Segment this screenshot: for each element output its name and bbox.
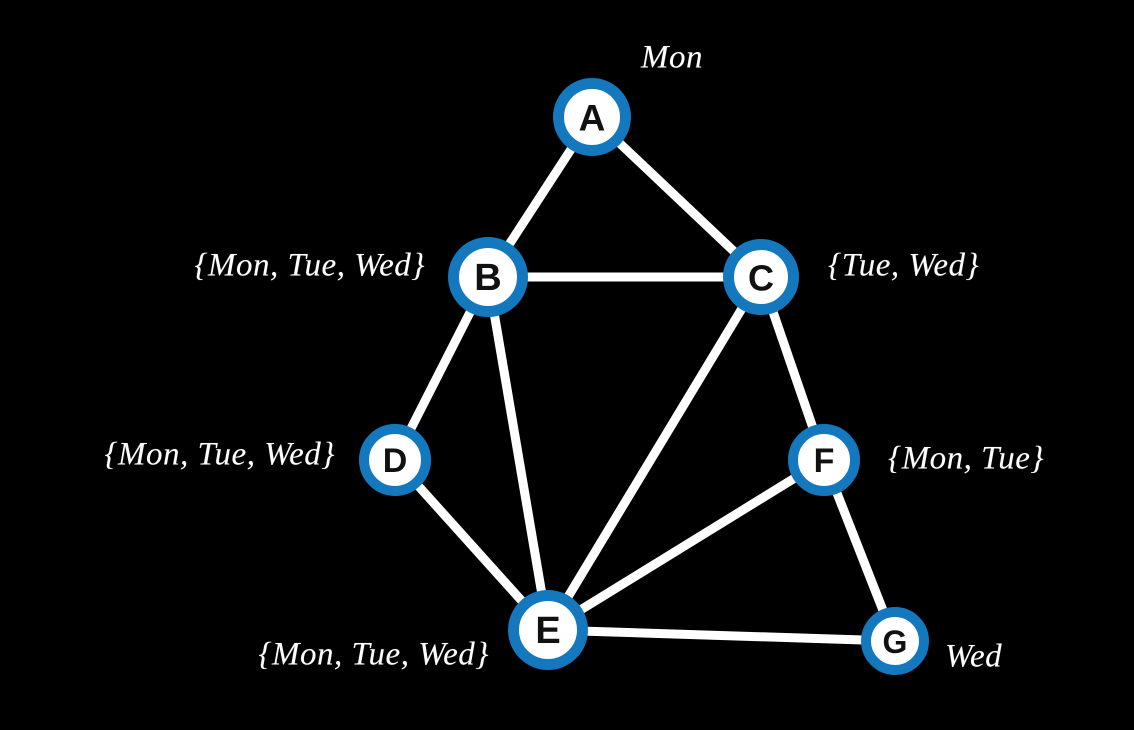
node-circle-c (723, 239, 799, 315)
node-circle-g (861, 607, 929, 675)
node-letter-g: G (883, 624, 908, 660)
domain-label-e: {Mon, Tue, Wed} (258, 636, 489, 673)
domain-label-g: Wed (945, 638, 1003, 675)
node-c[interactable]: C (723, 239, 799, 315)
domain-label-d: {Mon, Tue, Wed} (104, 436, 335, 473)
edge-e-f (543, 455, 829, 635)
edge-c-e (543, 272, 766, 635)
node-circle-b (448, 237, 528, 317)
node-letter-b: B (474, 257, 501, 299)
node-a[interactable]: A (553, 78, 631, 156)
node-d[interactable]: D (359, 424, 431, 496)
edges-layer (390, 112, 900, 646)
node-f[interactable]: F (788, 424, 860, 496)
edge-b-e (483, 272, 553, 635)
node-letter-c: C (748, 258, 774, 299)
node-letter-f: F (814, 442, 835, 480)
domain-label-f: {Mon, Tue} (888, 440, 1045, 477)
node-letter-d: D (383, 442, 408, 480)
nodes-layer: A B C D E F G (359, 78, 929, 675)
node-letter-a: A (579, 98, 606, 139)
node-g[interactable]: G (861, 607, 929, 675)
node-e[interactable]: E (508, 590, 588, 670)
node-circle-a (553, 78, 631, 156)
node-b[interactable]: B (448, 237, 528, 317)
domain-label-c: {Tue, Wed} (828, 247, 980, 284)
edge-e-g (543, 625, 900, 646)
domain-label-b: {Mon, Tue, Wed} (194, 247, 425, 284)
domain-label-a: Mon (641, 39, 703, 76)
node-circle-d (359, 424, 431, 496)
node-circle-e (508, 590, 588, 670)
node-circle-f (788, 424, 860, 496)
node-letter-e: E (535, 610, 560, 652)
